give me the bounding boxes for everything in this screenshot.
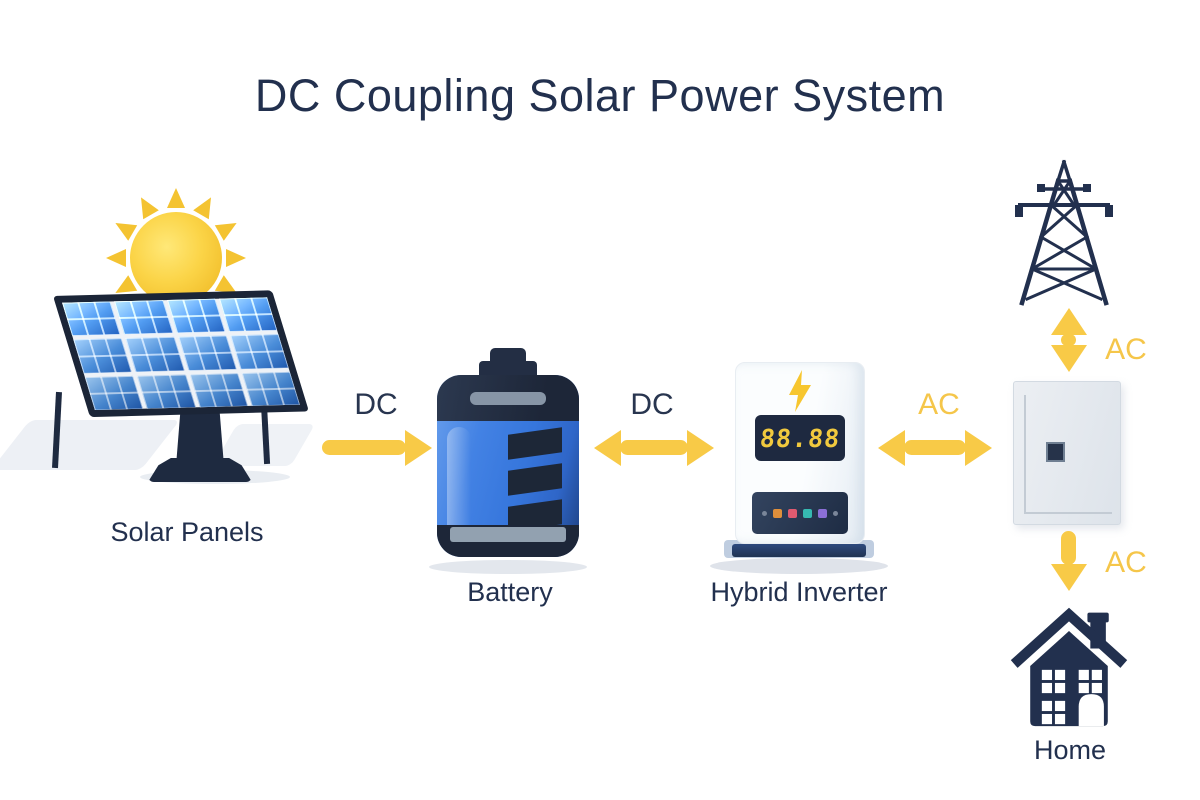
inverter-base — [732, 544, 866, 557]
arrow-head-left — [878, 430, 905, 466]
panel-handle — [1046, 442, 1065, 462]
dc-label-battery-inverter: DC — [630, 388, 674, 421]
ac-arrow-panel-tower — [1051, 308, 1087, 372]
ac-label-panel-home: AC — [1105, 546, 1147, 579]
ac-label-inverter-panel: AC — [918, 388, 960, 421]
inverter-display: 88.88 — [755, 415, 845, 461]
solar-panels-label: Solar Panels — [110, 517, 264, 547]
inverter-display-value: 88.88 — [758, 423, 842, 453]
inverter-control-panel — [752, 492, 848, 534]
arrow-head-left — [594, 430, 621, 466]
control-button-purple — [818, 508, 827, 518]
battery-shadow — [429, 560, 587, 574]
arrow-head-right — [965, 430, 992, 466]
lightning-bolt-icon — [789, 370, 811, 412]
battery-body — [437, 375, 579, 557]
control-dot — [762, 510, 767, 516]
page-title: DC Coupling Solar Power System — [254, 70, 946, 121]
inverter-body: 88.88 — [735, 362, 865, 544]
ac-label-panel-tower: AC — [1105, 333, 1147, 366]
solar-panel-pedestal-base — [148, 458, 252, 482]
dc-arrow-battery-inverter — [594, 430, 714, 466]
battery-terminal — [479, 361, 537, 377]
home-label: Home — [1033, 735, 1107, 765]
arrow-head-right — [687, 430, 714, 466]
dc-label-solar-battery: DC — [354, 388, 398, 421]
arrow-head-right — [405, 430, 432, 466]
grid-tower-icon — [1015, 159, 1113, 306]
control-button-orange — [773, 508, 782, 518]
solar-panel-icon — [53, 290, 309, 418]
battery-top-cap — [437, 375, 579, 421]
hybrid-inverter-label: Hybrid Inverter — [710, 577, 888, 607]
distribution-panel-icon — [1013, 381, 1121, 525]
control-dot — [833, 510, 838, 516]
arrow-head-down — [1051, 345, 1087, 372]
hybrid-inverter-icon: 88.88 — [710, 362, 888, 574]
battery-charge-bar — [508, 463, 562, 496]
dc-arrow-solar-to-battery — [322, 430, 432, 466]
ac-arrow-inverter-panel — [878, 430, 992, 466]
inverter-shadow — [710, 558, 888, 574]
control-button-pink — [788, 508, 797, 518]
battery-slot — [470, 392, 546, 405]
solar-ground-shadow — [0, 420, 181, 470]
control-button-teal — [803, 508, 812, 518]
battery-highlight — [447, 427, 471, 539]
battery-terminal — [490, 348, 526, 364]
battery-charge-bar — [508, 427, 562, 460]
home-icon — [1010, 607, 1128, 727]
battery-bottom-cap — [437, 525, 579, 557]
solar-cell-grid — [62, 297, 300, 410]
battery-bottom-strip — [450, 527, 566, 542]
battery-label: Battery — [467, 577, 553, 607]
battery-icon — [429, 348, 587, 574]
ac-arrow-panel-home — [1051, 531, 1087, 591]
arrow-head-up — [1051, 308, 1087, 335]
arrow-head-down — [1051, 564, 1087, 591]
solar-panel-pedestal — [176, 406, 224, 466]
